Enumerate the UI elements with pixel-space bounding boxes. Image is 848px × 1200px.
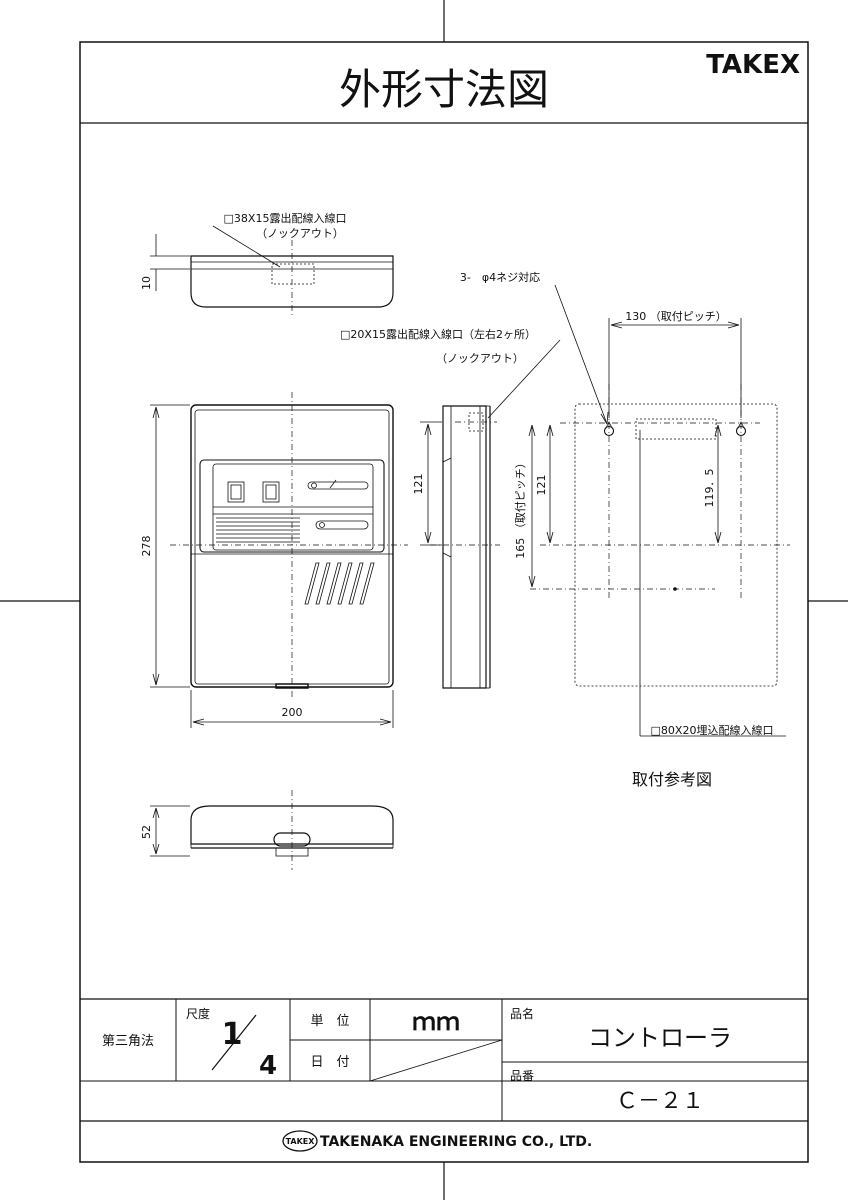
dim-121-mount: 121 (535, 475, 548, 496)
product-no: Ｃ－２１ (616, 1089, 704, 1114)
label-side-knockout: □20X15露出配線入線口（左右2ヶ所） (340, 327, 536, 341)
company-logo (282, 1130, 318, 1152)
product-no-label: 品番 (510, 1069, 534, 1083)
company-name: TAKENAKA ENGINEERING CO., LTD. (320, 1134, 592, 1150)
product-name-label: 品名 (510, 1006, 534, 1021)
dim-52: 52 (140, 825, 153, 839)
label-top-knockout-sub: （ノックアウト） (256, 227, 344, 240)
dim-121-side: 121 (412, 474, 425, 495)
unit-label: 単 位 (310, 1013, 349, 1029)
projection-label: 第三角法 (102, 1034, 154, 1049)
side-view: 121 (412, 339, 561, 689)
dim-278: 278 (140, 536, 153, 557)
brand-logo: TAKEX (706, 50, 800, 80)
label-screws: 3- φ4ネジ対応 (460, 270, 540, 284)
date-label: 日 付 (310, 1055, 349, 1070)
dim-165: 165 （取付ピッチ） (514, 457, 527, 559)
label-top-knockout: □38X15露出配線入線口 (224, 211, 347, 225)
label-side-knockout-sub: （ノックアウト） (436, 352, 524, 365)
front-view: 278 200 (140, 392, 408, 728)
bottom-view: 52 (140, 790, 394, 870)
top-view: 10 (140, 225, 394, 315)
scale-label: 尺度 (186, 1006, 210, 1021)
unit-value: ｍｍ (412, 1008, 460, 1036)
dim-200: 200 (282, 706, 303, 719)
scale-numerator: 1 (222, 1017, 243, 1052)
scale-denominator: 4 (259, 1051, 277, 1081)
dim-10: 10 (140, 276, 153, 290)
company-logo-text: TAKEX (286, 1137, 316, 1146)
dim-119-5: 119．5 (703, 469, 716, 508)
sheet-border (79, 41, 809, 1163)
caption-mount: 取付参考図 (632, 770, 712, 789)
mount-view: 121 165 （取付ピッチ） 119．5 (514, 284, 790, 737)
label-embed: □80X20埋込配線入線口 (651, 723, 774, 737)
page-title: 外形寸法図 (339, 65, 549, 114)
title-block (80, 998, 808, 1122)
label-pitch-130: 130 （取付ピッチ） (625, 310, 727, 323)
product-name: コントローラ (588, 1024, 732, 1052)
